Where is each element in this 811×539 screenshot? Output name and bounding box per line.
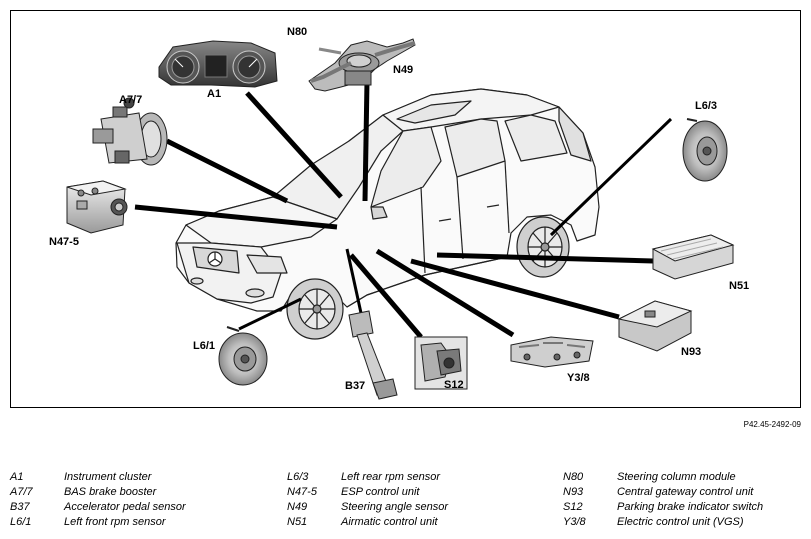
legend-description: Central gateway control unit — [617, 486, 754, 498]
legend-code: N49 — [287, 501, 308, 513]
legend-description: Accelerator pedal sensor — [64, 501, 186, 513]
accelerator-pedal-icon — [348, 310, 398, 400]
legend-code: L6/3 — [287, 471, 309, 483]
label-n51: N51 — [729, 280, 749, 292]
legend-code: S12 — [563, 501, 583, 513]
leader-a7-7 — [165, 138, 289, 204]
airmatic-control-unit-icon — [651, 234, 735, 280]
label-n80: N80 — [287, 26, 307, 38]
label-l6-1: L6/1 — [193, 340, 215, 352]
legend-description: BAS brake booster — [64, 486, 157, 498]
label-y3-8: Y3/8 — [567, 372, 590, 384]
electric-control-unit-icon — [510, 336, 594, 368]
label-a7-7: A7/7 — [119, 94, 142, 106]
legend-code: N51 — [287, 516, 308, 528]
legend-code: Y3/8 — [563, 516, 586, 528]
front-wheel-icon — [286, 278, 344, 340]
legend-description: Steering angle sensor — [341, 501, 449, 513]
diagram-frame: N80 N49 A1 A7/7 N47-5 L6/3 N51 N93 Y3/8 … — [10, 10, 801, 408]
rear-brake-disc-icon — [682, 118, 728, 182]
vehicle-component-diagram: N80 N49 A1 A7/7 N47-5 L6/3 N51 N93 Y3/8 … — [49, 26, 749, 400]
legend-code: N47-5 — [287, 486, 317, 498]
label-s12: S12 — [444, 379, 464, 391]
legend: A1 Instrument cluster A7/7 BAS brake boo… — [10, 470, 801, 534]
vehicle-icon — [175, 88, 600, 312]
legend-description: Left front rpm sensor — [64, 516, 166, 528]
instrument-cluster-icon — [158, 40, 278, 88]
figure-reference-code: P42.45-2492-09 — [743, 420, 801, 429]
gateway-control-unit-icon — [617, 300, 693, 352]
legend-description: Instrument cluster — [64, 471, 152, 483]
leader-b37 — [345, 248, 363, 314]
legend-code: B37 — [10, 501, 30, 513]
legend-description: Airmatic control unit — [341, 516, 438, 528]
legend-description: Parking brake indicator switch — [617, 501, 764, 513]
legend-code: A7/7 — [10, 486, 33, 498]
leader-n49 — [362, 80, 370, 202]
leader-l6-1 — [238, 297, 302, 331]
label-n93: N93 — [681, 346, 701, 358]
leader-y3-8 — [375, 248, 515, 338]
legend-code: L6/1 — [10, 516, 32, 528]
leader-n47-5 — [134, 204, 338, 230]
label-l6-3: L6/3 — [695, 100, 717, 112]
legend-code: N80 — [563, 471, 584, 483]
leader-s12 — [349, 253, 423, 339]
front-brake-disc-icon — [218, 326, 268, 386]
esp-control-unit-icon — [66, 180, 128, 234]
legend-description: Steering column module — [617, 471, 736, 483]
leader-a1 — [245, 91, 343, 199]
leader-n51 — [436, 252, 654, 264]
legend-code: N93 — [563, 486, 584, 498]
parking-brake-switch-icon — [414, 336, 468, 390]
leader-lines — [134, 80, 673, 339]
label-a1: A1 — [207, 88, 221, 100]
leader-n93 — [410, 258, 620, 320]
label-n49: N49 — [393, 64, 413, 76]
legend-description: Left rear rpm sensor — [341, 471, 441, 483]
legend-description: ESP control unit — [341, 486, 420, 498]
brake-booster-icon — [92, 97, 168, 166]
legend-description: Electric control unit (VGS) — [617, 516, 744, 528]
label-n47-5: N47-5 — [49, 236, 79, 248]
leader-l6-3 — [549, 117, 673, 237]
steering-column-module-icon — [308, 38, 416, 92]
legend-code: A1 — [10, 471, 24, 483]
label-b37: B37 — [345, 380, 365, 392]
